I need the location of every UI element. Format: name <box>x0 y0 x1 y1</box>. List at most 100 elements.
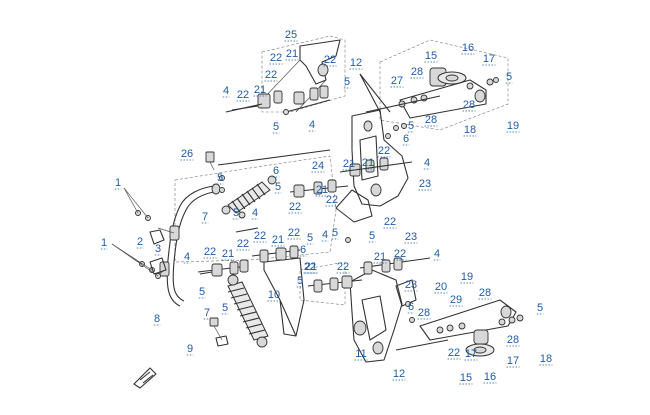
callout-6: 6 <box>408 301 414 313</box>
callout-25: 25 <box>285 29 297 41</box>
upper-shock-absorber <box>221 175 277 219</box>
callout-5: 5 <box>307 232 313 244</box>
callout-4: 4 <box>309 119 315 131</box>
callout-5: 5 <box>199 286 205 298</box>
front-direction-arrow-icon <box>133 367 157 389</box>
callout-27: 27 <box>391 75 403 87</box>
callout-21: 21 <box>362 157 374 169</box>
callout-17: 17 <box>483 53 495 65</box>
callout-6: 6 <box>273 165 279 177</box>
frame-bracket-upper <box>335 109 409 223</box>
callout-19: 19 <box>507 120 519 132</box>
callout-22: 22 <box>384 216 396 228</box>
callout-22: 22 <box>204 246 216 258</box>
callout-4: 4 <box>322 229 328 241</box>
callout-2: 2 <box>137 236 143 248</box>
callout-5: 5 <box>537 302 543 314</box>
callout-22: 22 <box>270 52 282 64</box>
callout-22: 22 <box>237 238 249 250</box>
callout-12: 12 <box>393 368 405 380</box>
callout-23: 23 <box>405 279 417 291</box>
callout-29: 29 <box>450 294 462 306</box>
callout-3: 3 <box>155 243 161 255</box>
callout-8: 8 <box>154 313 160 325</box>
callout-4: 4 <box>424 157 430 169</box>
callout-21: 21 <box>316 184 328 196</box>
frame-bracket-lower <box>349 269 417 363</box>
callout-22: 22 <box>289 201 301 213</box>
callout-24: 24 <box>312 160 324 172</box>
callout-5: 5 <box>233 207 239 219</box>
callout-16: 16 <box>462 42 474 54</box>
lower-mid-bushing-set <box>307 237 431 293</box>
callout-6: 6 <box>403 133 409 145</box>
callout-28: 28 <box>418 307 430 319</box>
callout-21: 21 <box>343 158 355 170</box>
callout-4: 4 <box>252 207 258 219</box>
callout-21: 21 <box>374 251 386 263</box>
callout-5: 5 <box>332 227 338 239</box>
callout-5: 5 <box>275 181 281 193</box>
callout-22: 22 <box>254 230 266 242</box>
callout-5: 5 <box>344 76 350 88</box>
left-bushing-set <box>197 227 301 277</box>
callout-28: 28 <box>463 99 475 111</box>
callout-7: 7 <box>204 307 210 319</box>
callout-16: 16 <box>484 371 496 383</box>
stabilizer-link <box>205 149 331 193</box>
callout-22: 22 <box>448 347 460 359</box>
callout-5: 5 <box>273 121 279 133</box>
callout-22: 22 <box>304 261 316 273</box>
bolt-lines <box>199 73 391 275</box>
callout-1: 1 <box>101 237 107 249</box>
rear-swing-arm-mount <box>263 257 305 337</box>
callout-15: 15 <box>460 372 472 384</box>
callout-23: 23 <box>419 178 431 190</box>
callout-7: 7 <box>202 211 208 223</box>
callout-22: 22 <box>326 194 338 206</box>
callout-21: 21 <box>286 48 298 60</box>
callout-28: 28 <box>507 334 519 346</box>
upper-bushing-set <box>225 85 331 115</box>
callout-22: 22 <box>324 54 336 66</box>
callout-5: 5 <box>222 302 228 314</box>
upper-control-arm-top <box>225 39 341 115</box>
group-outlines <box>174 35 509 306</box>
callout-5: 5 <box>506 71 512 83</box>
callout-5: 5 <box>369 230 375 242</box>
callout-15: 15 <box>425 50 437 62</box>
callout-22: 22 <box>237 89 249 101</box>
callout-12: 12 <box>350 57 362 69</box>
callout-5: 5 <box>217 172 223 184</box>
callout-17: 17 <box>507 355 519 367</box>
callout-22: 22 <box>394 248 406 260</box>
callout-1: 1 <box>115 177 121 189</box>
callout-23: 23 <box>405 231 417 243</box>
callout-21: 21 <box>254 84 266 96</box>
callout-6: 6 <box>300 244 306 256</box>
callout-22: 22 <box>337 261 349 273</box>
callout-28: 28 <box>425 114 437 126</box>
callout-4: 4 <box>434 248 440 260</box>
callout-20: 20 <box>435 281 447 293</box>
callout-22: 22 <box>288 227 300 239</box>
callout-10: 10 <box>268 289 280 301</box>
lower-shock-absorber <box>209 274 269 348</box>
lower-right-hub <box>395 299 524 357</box>
callout-28: 28 <box>479 287 491 299</box>
callout-4: 4 <box>184 251 190 263</box>
callout-18: 18 <box>464 124 476 136</box>
callout-21: 21 <box>305 261 317 273</box>
callout-4: 4 <box>223 85 229 97</box>
callout-22: 22 <box>378 145 390 157</box>
callout-5: 5 <box>408 120 414 132</box>
callout-18: 18 <box>540 353 552 365</box>
callout-21: 21 <box>272 234 284 246</box>
callout-22: 22 <box>265 69 277 81</box>
anti-roll-bar <box>111 183 221 307</box>
callout-11: 11 <box>355 348 366 360</box>
callout-21: 21 <box>222 248 234 260</box>
callout-26: 26 <box>181 148 193 160</box>
